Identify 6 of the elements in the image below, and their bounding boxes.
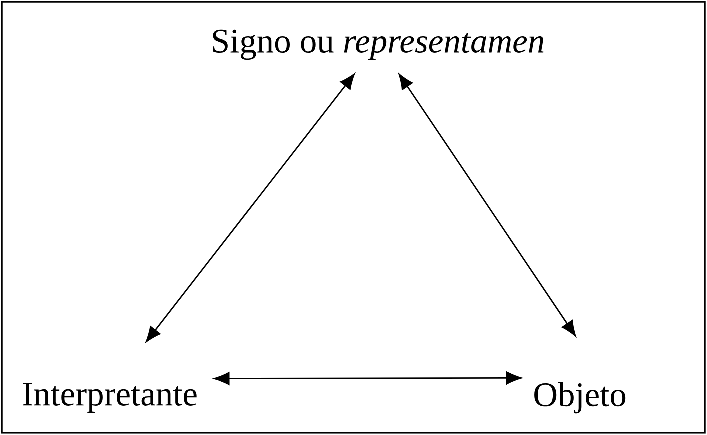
node-label: Signo ou representamen [213, 30, 544, 60]
node-label: Interpretante [23, 383, 197, 413]
node-label: Objeto [534, 382, 626, 414]
double-arrow [146, 74, 356, 342]
double-arrow [214, 372, 522, 386]
double-arrow [398, 74, 576, 337]
